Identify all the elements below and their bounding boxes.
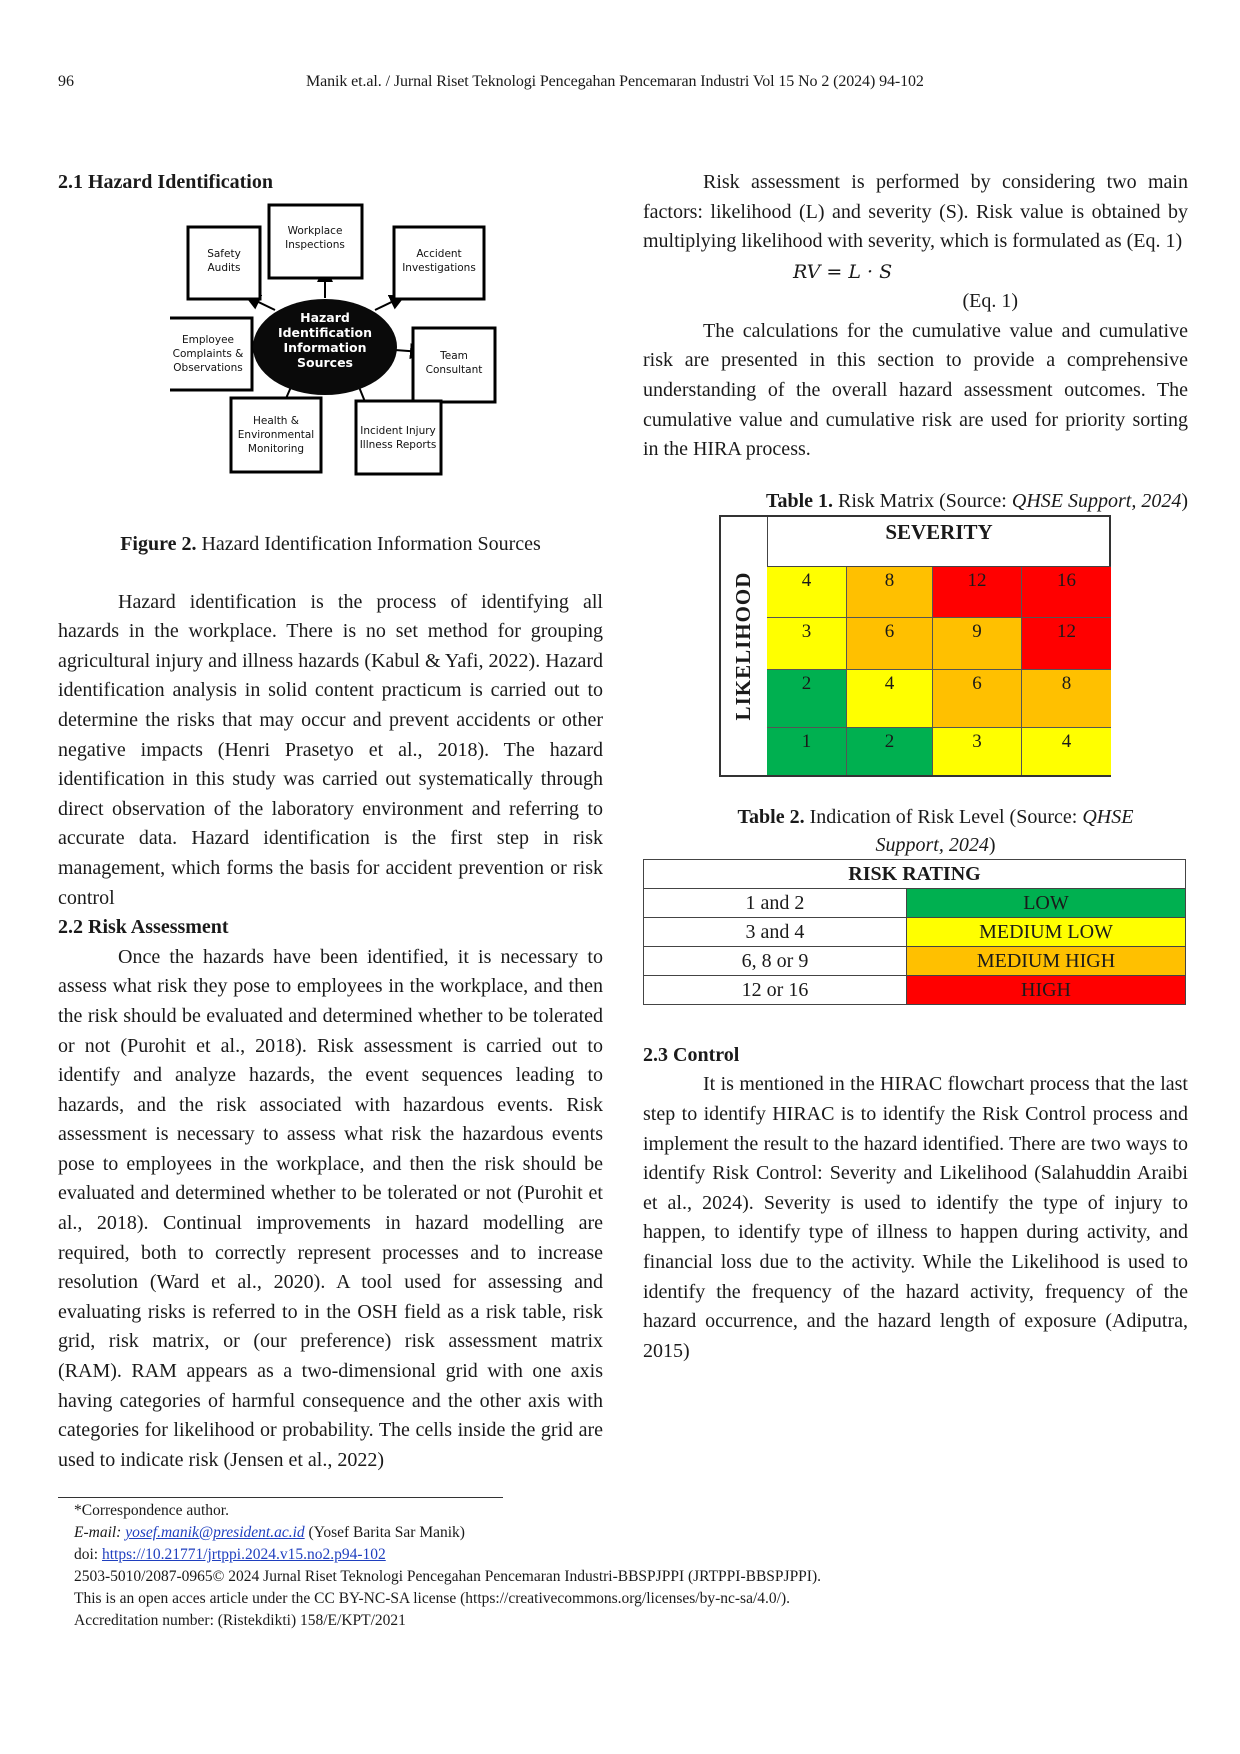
risk-matrix-cell: 4 — [1022, 727, 1111, 775]
intro-paragraph: Risk assessment is performed by consider… — [643, 171, 1188, 253]
risk-matrix-cell: 1 — [767, 727, 847, 775]
figure-caption-text: Hazard Identification Information Source… — [196, 532, 541, 555]
risk-matrix-cell: 6 — [933, 669, 1022, 728]
risk-level: LOW — [906, 887, 1186, 918]
risk-rating-header: RISK RATING — [643, 858, 1186, 889]
table-1-caption: Table 1. Risk Matrix (Source: QHSE Suppo… — [643, 487, 1188, 515]
likelihood-axis-label: LIKELIHOOD — [721, 516, 768, 775]
risk-matrix-cell: 12 — [933, 566, 1022, 618]
risk-matrix-cell: 8 — [1022, 669, 1111, 728]
svg-text:Hazard: Hazard — [300, 310, 350, 325]
section-2-3-paragraph: It is mentioned in the HIRAC flowchart p… — [643, 1073, 1188, 1362]
risk-matrix-cell: 4 — [767, 566, 847, 618]
node-label-safety: Audits — [207, 262, 240, 274]
node-label-incident: Incident Injury — [360, 425, 436, 437]
node-label-incident: Illness Reports — [360, 439, 437, 451]
risk-level: HIGH — [906, 974, 1186, 1005]
doi-line: doi: https://10.21771/jrtppi.2024.v15.no… — [74, 1546, 386, 1563]
svg-text:Identification: Identification — [278, 325, 372, 340]
node-label-employee: Complaints & — [173, 348, 244, 360]
node-label-workplace: Inspections — [285, 239, 345, 251]
table-2-source-1: QHSE — [1082, 805, 1134, 828]
right-column: Risk assessment is performed by consider… — [643, 168, 1188, 1366]
risk-range: 12 or 16 — [643, 974, 907, 1005]
section-2-3-heading: 2.3 Control — [643, 1043, 740, 1066]
node-label-health: Environmental — [238, 429, 314, 441]
hazard-sources-diagram: Hazard Identification Information Source… — [170, 203, 497, 476]
doi-link[interactable]: https://10.21771/jrtppi.2024.v15.no2.p94… — [102, 1546, 386, 1563]
risk-range: 1 and 2 — [643, 887, 907, 918]
node-label-accident: Accident — [416, 248, 461, 260]
risk-range: 6, 8 or 9 — [643, 945, 907, 976]
severity-axis-label: SEVERITY — [767, 517, 1111, 567]
node-label-safety: Safety — [207, 248, 241, 260]
page-number: 96 — [58, 73, 74, 90]
risk-range: 3 and 4 — [643, 916, 907, 947]
copyright-line: 2503-5010/2087-0965© 2024 Jurnal Riset T… — [74, 1568, 822, 1585]
correspondence-note: *Correspondence author. — [74, 1502, 229, 1519]
section-2-1-heading: 2.1 Hazard Identification — [58, 171, 273, 193]
node-label-employee: Employee — [182, 334, 234, 346]
license-line: This is an open acces article under the … — [74, 1590, 790, 1607]
risk-matrix-cell: 2 — [847, 727, 933, 775]
section-2-2-paragraph: Once the hazards have been identified, i… — [58, 945, 603, 1471]
node-label-employee: Observations — [173, 362, 242, 374]
table-1-caption-end: ) — [1181, 489, 1188, 512]
table-1-caption-text: Risk Matrix (Source: — [833, 489, 1012, 512]
risk-matrix-cell: 4 — [847, 669, 933, 728]
equation: RV = L · S — [793, 260, 893, 283]
node-label-team: Consultant — [426, 364, 483, 376]
node-label-workplace: Workplace — [288, 225, 343, 237]
risk-matrix-cell: 9 — [933, 617, 1022, 670]
risk-matrix-cell: 3 — [767, 617, 847, 670]
risk-matrix-cell: 8 — [847, 566, 933, 618]
center-ellipse — [253, 298, 397, 395]
running-title: Manik et.al. / Jurnal Riset Teknologi Pe… — [306, 73, 924, 90]
table-1-label: Table 1. — [765, 489, 833, 512]
node-label-accident: Investigations — [402, 262, 476, 274]
figure-label: Figure 2. — [120, 532, 197, 555]
svg-text:Sources: Sources — [297, 355, 353, 370]
node-label-health: Monitoring — [248, 443, 304, 455]
table-1-source: QHSE Support, 2024 — [1011, 489, 1182, 512]
email-line: E-mail: yosef.manik@president.ac.id (Yos… — [74, 1524, 465, 1541]
equation-label: (Eq. 1) — [962, 289, 1018, 312]
figure-caption: Figure 2. Hazard Identification Informat… — [58, 530, 603, 560]
node-label-health: Health & — [253, 415, 299, 427]
section-2-2-heading: 2.2 Risk Assessment — [58, 916, 229, 939]
section-2-1-paragraph: Hazard identification is the process of … — [58, 590, 603, 909]
accreditation-line: Accreditation number: (Ristekdikti) 158/… — [74, 1612, 406, 1629]
risk-level: MEDIUM LOW — [906, 916, 1186, 947]
node-label-team: Team — [439, 350, 468, 362]
risk-matrix-cell: 3 — [933, 727, 1022, 775]
figure-2: Hazard Identification Information Source… — [58, 198, 603, 555]
footnote: *Correspondence author. E-mail: yosef.ma… — [74, 1500, 821, 1632]
email-link[interactable]: yosef.manik@president.ac.id — [125, 1524, 305, 1541]
center-label: Hazard Identification Information Source… — [278, 310, 372, 370]
risk-matrix-cell: 16 — [1022, 566, 1111, 618]
table-2-source-2: Support, 2024 — [875, 833, 989, 856]
table-2-caption: Table 2. Indication of Risk Level (Sourc… — [643, 803, 1188, 859]
left-column: 2.1 Hazard Identification — [58, 168, 603, 1475]
footnote-divider — [58, 1497, 503, 1498]
table-2-caption-text: Indication of Risk Level (Source: — [804, 805, 1083, 828]
risk-matrix-cell: 6 — [847, 617, 933, 670]
svg-text:Information: Information — [284, 340, 367, 355]
risk-matrix-cell: 2 — [767, 669, 847, 728]
cumulative-paragraph: The calculations for the cumulative valu… — [643, 319, 1188, 461]
risk-level: MEDIUM HIGH — [906, 945, 1186, 976]
risk-matrix-cell: 12 — [1022, 617, 1111, 670]
table-2-caption-end: ) — [988, 833, 996, 856]
table-2-label: Table 2. — [737, 805, 805, 828]
